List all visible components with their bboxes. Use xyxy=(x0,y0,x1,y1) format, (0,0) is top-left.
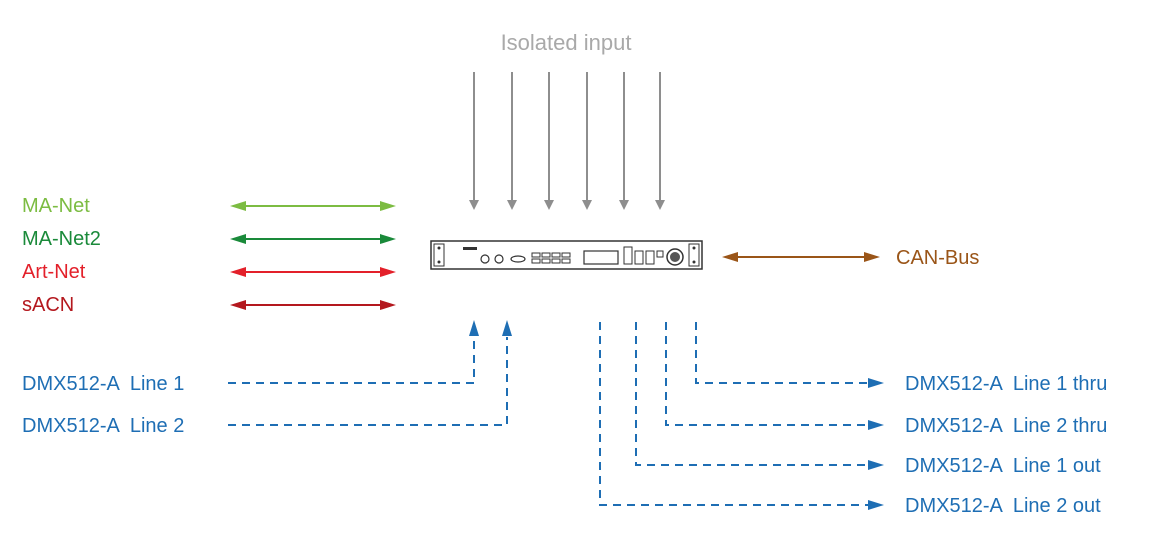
dmx-input-arrowhead-1 xyxy=(469,320,479,336)
rack-device-icon xyxy=(430,240,703,270)
dmx-input-group: DMX512-A Line 1 DMX512-A Line 2 xyxy=(22,320,512,437)
network-label-ma-net: MA-Net xyxy=(22,195,90,217)
isolated-input-title: Isolated input xyxy=(501,30,632,55)
network-arrow-sacn xyxy=(230,300,396,310)
dmx-output-arrowhead-2-out xyxy=(868,500,884,510)
dmx-output-line-1-out xyxy=(635,322,868,466)
network-arrow-art-net xyxy=(230,267,396,277)
network-arrow-ma-net xyxy=(230,201,396,211)
dmx-input-arrowhead-2 xyxy=(502,320,512,336)
dmx-input-label-line-1: DMX512-A Line 1 xyxy=(22,373,184,395)
dmx-output-arrowhead-1-thru xyxy=(868,378,884,388)
dmx-input-line-1 xyxy=(228,337,475,384)
dmx-input-label-line-2: DMX512-A Line 2 xyxy=(22,415,184,437)
dmx-output-line-2-out xyxy=(599,322,868,506)
dmx-output-label-line-1-thru: DMX512-A Line 1 thru xyxy=(905,373,1107,395)
dmx-input-line-2 xyxy=(228,337,508,426)
dmx-output-arrowhead-1-out xyxy=(868,460,884,470)
dmx-output-line-2-thru xyxy=(665,322,868,426)
network-arrow-ma-net2 xyxy=(230,234,396,244)
dmx-output-label-line-2-thru: DMX512-A Line 2 thru xyxy=(905,415,1107,437)
dmx-output-line-1-thru xyxy=(695,322,868,384)
can-bus-arrow xyxy=(722,252,880,262)
network-label-ma-net2: MA-Net2 xyxy=(22,228,101,250)
dmx-output-label-line-2-out: DMX512-A Line 2 out xyxy=(905,495,1101,517)
network-label-art-net: Art-Net xyxy=(22,261,86,283)
network-label-sacn: sACN xyxy=(22,294,74,316)
can-bus-label: CAN-Bus xyxy=(896,247,979,269)
network-group: MA-Net MA-Net2 Art-Net sACN xyxy=(22,195,396,316)
dmx-output-group: DMX512-A Line 1 thru DMX512-A Line 2 thr… xyxy=(599,322,1107,517)
isolated-input-arrows xyxy=(469,72,665,210)
dmx-output-arrowhead-2-thru xyxy=(868,420,884,430)
dmx-output-label-line-1-out: DMX512-A Line 1 out xyxy=(905,455,1101,477)
